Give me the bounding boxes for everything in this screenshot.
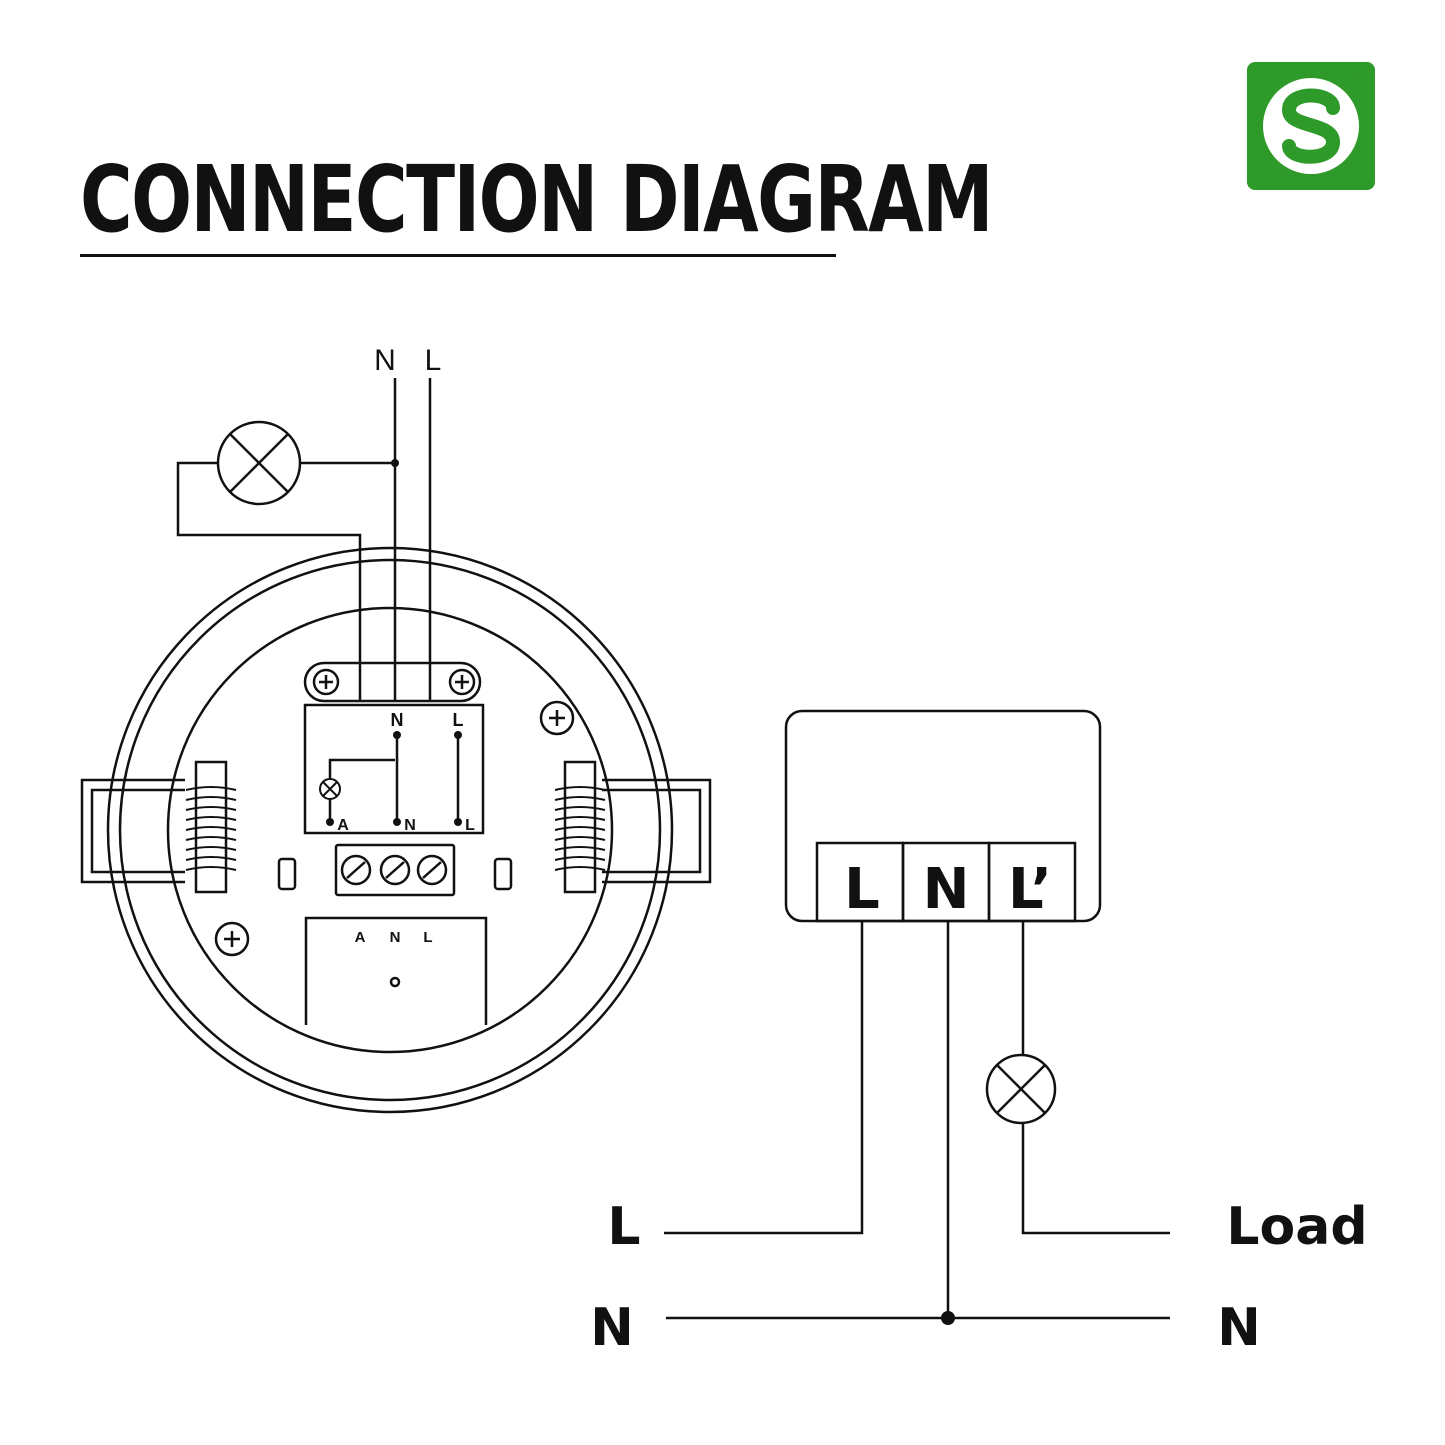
right-label-n: N xyxy=(1217,1298,1261,1358)
title-underline xyxy=(80,254,836,257)
top-label-l: L xyxy=(425,344,442,377)
top-label-n: N xyxy=(374,344,396,377)
terminal-label-l: L xyxy=(844,857,880,922)
bottom-label-l: L xyxy=(465,817,475,834)
right-label-load: Load xyxy=(1226,1197,1367,1257)
lamp-icon xyxy=(985,1053,1057,1125)
logo-icon xyxy=(1247,62,1375,190)
left-label-l: L xyxy=(607,1197,640,1257)
sensor-outer-ring xyxy=(106,546,674,1114)
load-line xyxy=(1021,1123,1170,1235)
inner-wiring-box xyxy=(303,703,485,835)
terminal-l-prime xyxy=(987,841,1077,923)
terminal-label-n: N xyxy=(923,857,970,922)
terminal-label-l-prime: L’ xyxy=(1008,857,1052,922)
left-clip xyxy=(80,778,185,884)
load-wire xyxy=(176,461,362,700)
terminal-block xyxy=(334,843,456,897)
plate-label-l: L xyxy=(423,929,432,946)
spring-icon xyxy=(194,760,228,894)
lamp-icon xyxy=(216,420,302,506)
sensor-plate xyxy=(304,916,488,1025)
bottom-label-a: A xyxy=(337,817,349,834)
bottom-label-n: N xyxy=(404,817,416,834)
sensor-body xyxy=(166,606,614,1054)
plate-label-n: N xyxy=(390,929,401,946)
inner-label-l: L xyxy=(453,710,464,730)
right-clip xyxy=(602,778,712,884)
plate-label-a: A xyxy=(355,929,366,946)
left-label-n: N xyxy=(590,1298,634,1358)
inner-label-n: N xyxy=(391,710,404,730)
live-line xyxy=(664,921,864,1235)
